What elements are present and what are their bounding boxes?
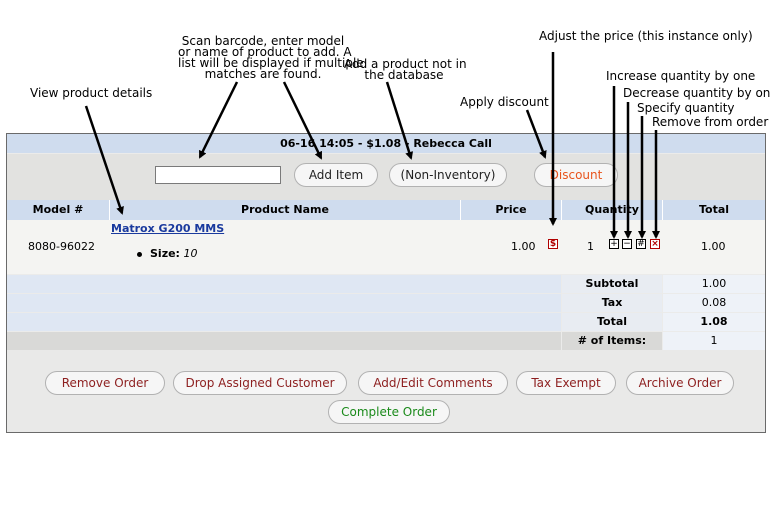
- item-total: 1.00: [701, 240, 726, 253]
- summary-spacer: [7, 275, 561, 293]
- items-count-value: 1: [663, 332, 765, 350]
- annotation-line: Add a product not in: [344, 57, 467, 71]
- total-label: Total: [562, 313, 662, 331]
- comments-button[interactable]: Add/Edit Comments: [358, 371, 508, 395]
- total-row: Total 1.08: [7, 313, 765, 331]
- summary-spacer: [7, 313, 561, 331]
- items-count-row: # of Items: 1: [7, 332, 765, 350]
- order-actions: Remove Order Drop Assigned Customer Add/…: [7, 350, 765, 432]
- minus-icon[interactable]: −: [622, 239, 632, 249]
- tax-row: Tax 0.08: [7, 294, 765, 312]
- column-model: Model #: [7, 200, 110, 220]
- tax-value: 0.08: [663, 294, 765, 312]
- annotation-decrease-qty: Decrease quantity by one: [623, 86, 770, 100]
- item-price: 1.00: [511, 240, 536, 253]
- annotation-line: or name of product to add. A: [178, 45, 352, 59]
- column-quantity: Quantity: [562, 200, 663, 220]
- order-title: 06-16 14:05 - $1.08 - Rebecca Call: [7, 134, 765, 153]
- annotation-line: the database: [364, 68, 444, 82]
- annotation-increase-qty: Increase quantity by one: [606, 69, 756, 83]
- item-quantity: 1: [587, 240, 594, 253]
- summary-spacer: [7, 294, 561, 312]
- annotation-apply-discount: Apply discount: [460, 95, 549, 109]
- annotation-add-product: Add a product not in the database: [344, 57, 467, 82]
- item-attribute: Size: 10: [137, 247, 197, 260]
- discount-button[interactable]: Discount: [534, 163, 618, 187]
- product-search-input[interactable]: [155, 166, 281, 184]
- order-panel: 06-16 14:05 - $1.08 - Rebecca Call Add I…: [6, 133, 766, 433]
- item-attribute-label: Size:: [150, 247, 180, 260]
- subtotal-row: Subtotal 1.00: [7, 275, 765, 293]
- annotation-line: list will be displayed if multiple: [178, 56, 364, 70]
- annotation-scan: Scan barcode, enter model or name of pro…: [178, 34, 364, 81]
- complete-order-button[interactable]: Complete Order: [328, 400, 450, 424]
- tax-exempt-button[interactable]: Tax Exempt: [516, 371, 616, 395]
- plus-icon[interactable]: +: [609, 239, 619, 249]
- bullet: [137, 251, 142, 257]
- total-value: 1.08: [663, 313, 765, 331]
- annotation-line: Scan barcode, enter model: [181, 34, 345, 48]
- column-product-name: Product Name: [110, 200, 461, 220]
- archive-order-button[interactable]: Archive Order: [626, 371, 734, 395]
- tax-label: Tax: [562, 294, 662, 312]
- add-item-button[interactable]: Add Item: [294, 163, 378, 187]
- x-icon[interactable]: ×: [650, 239, 660, 249]
- dollar-icon[interactable]: $: [548, 239, 558, 249]
- item-product-link[interactable]: Matrox G200 MMS: [111, 222, 225, 235]
- subtotal-label: Subtotal: [562, 275, 662, 293]
- non-inventory-button[interactable]: (Non-Inventory): [389, 163, 507, 187]
- annotation-view-details: View product details: [30, 86, 153, 100]
- annotation-remove: Remove from order: [652, 115, 769, 129]
- order-line-item: 8080-96022 Matrox G200 MMS Size: 10 1.00…: [7, 220, 765, 274]
- drop-customer-button[interactable]: Drop Assigned Customer: [173, 371, 347, 395]
- items-count-label: # of Items:: [562, 332, 662, 350]
- subtotal-value: 1.00: [663, 275, 765, 293]
- item-model: 8080-96022: [28, 240, 95, 253]
- annotation-line: matches are found.: [204, 67, 322, 81]
- item-attribute-value: 10: [183, 247, 198, 260]
- column-price: Price: [461, 200, 562, 220]
- add-item-bar: Add Item (Non-Inventory) Discount: [7, 154, 765, 200]
- grid-icon[interactable]: #: [636, 239, 646, 249]
- annotation-adjust-price: Adjust the price (this instance only): [539, 29, 753, 43]
- annotation-specify-qty: Specify quantity: [637, 101, 735, 115]
- summary-spacer: [7, 332, 561, 350]
- remove-order-button[interactable]: Remove Order: [45, 371, 165, 395]
- column-total: Total: [698, 203, 730, 216]
- column-header-row: Model # Product Name Price Quantity Tota…: [7, 200, 765, 220]
